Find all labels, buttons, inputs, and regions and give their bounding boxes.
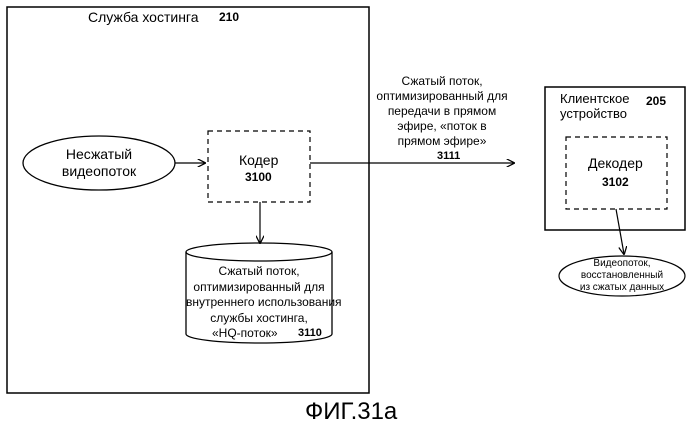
output-line2: восстановленный: [562, 270, 682, 282]
hq-stream-line5: «HQ-поток»: [212, 326, 278, 340]
live-stream-label: Сжатый поток, оптимизированный для перед…: [372, 74, 512, 149]
hq-stream-ref: 3110: [298, 327, 322, 339]
output-label: Видеопоток, восстановленный из сжатых да…: [562, 258, 682, 294]
figure-caption: ФИГ.31а: [305, 398, 397, 426]
source-label: Несжатый видеопоток: [49, 146, 149, 180]
client-line1: Клиентское: [560, 91, 629, 106]
source-line1: Несжатый: [49, 146, 149, 163]
decoder-box: [566, 137, 667, 209]
live-stream-line4: эфире, «поток в: [372, 119, 512, 134]
hosting-service-ref: 210: [219, 10, 239, 24]
hosting-service-title: Служба хостинга: [88, 9, 199, 25]
hq-stream-line2: оптимизированный для: [186, 280, 332, 296]
client-device-ref: 205: [646, 94, 666, 108]
arrow-decoder-to-output: [616, 209, 624, 254]
hq-stream-line4: службы хостинга,: [186, 311, 332, 327]
client-line2: устройство: [560, 106, 629, 121]
decoder-title: Декодер: [588, 155, 643, 171]
output-line3: из сжатых данных: [562, 282, 682, 294]
encoder-title: Кодер: [239, 152, 278, 168]
decoder-ref: 3102: [602, 175, 629, 189]
output-line1: Видеопоток,: [562, 258, 682, 270]
source-line2: видеопоток: [49, 163, 149, 180]
live-stream-line2: оптимизированный для: [372, 89, 512, 104]
live-stream-line3: передачи в прямом: [372, 104, 512, 119]
live-stream-ref: 3111: [437, 150, 460, 162]
live-stream-line1: Сжатый поток,: [372, 74, 512, 89]
hq-stream-line1: Сжатый поток,: [186, 264, 332, 280]
encoder-ref: 3100: [245, 170, 272, 184]
hq-stream-line3: внутреннего использования: [186, 295, 332, 311]
live-stream-line5: прямом эфире»: [372, 134, 512, 149]
client-device-title: Клиентское устройство: [560, 91, 629, 121]
hq-stream-label: Сжатый поток, оптимизированный для внутр…: [186, 264, 332, 326]
